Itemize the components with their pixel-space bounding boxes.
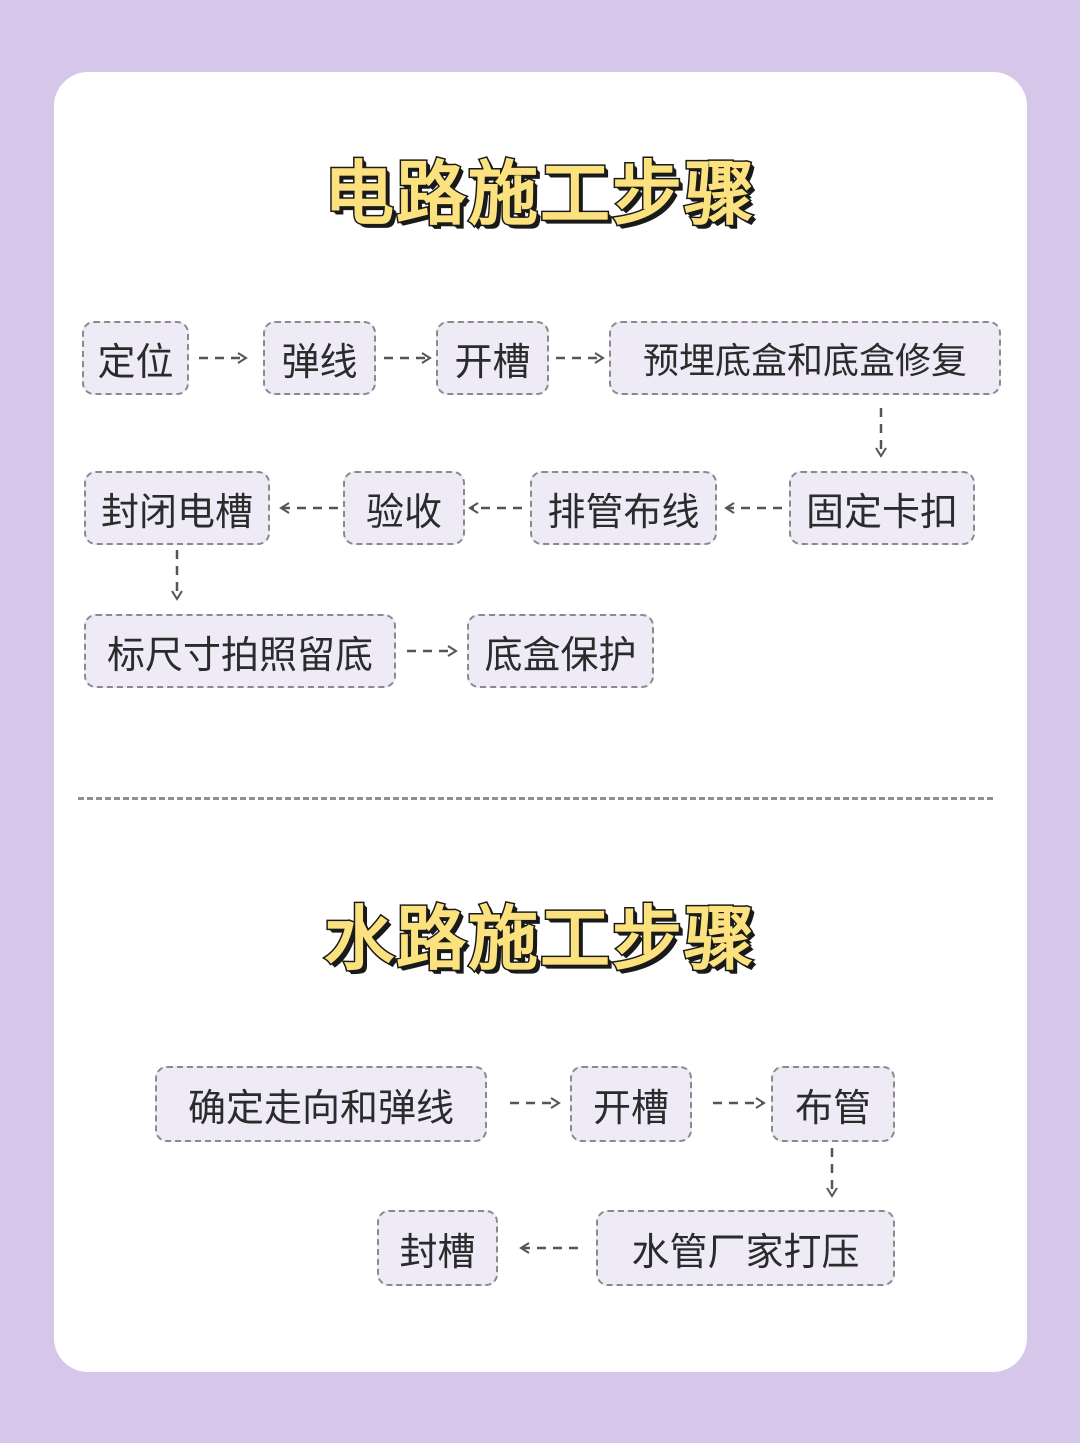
electric-step-1: 定位 [82, 321, 189, 395]
water-step-5: 封槽 [377, 1210, 498, 1286]
water-step-4: 水管厂家打压 [596, 1210, 895, 1286]
section-divider [78, 797, 993, 800]
water-step-3: 布管 [771, 1066, 895, 1142]
electric-step-3: 开槽 [436, 321, 549, 395]
content-card [54, 72, 1027, 1372]
electric-step-7: 验收 [343, 471, 465, 545]
electric-step-5: 固定卡扣 [789, 471, 975, 545]
electric-step-6: 排管布线 [530, 471, 717, 545]
water-step-2: 开槽 [570, 1066, 692, 1142]
electric-step-9: 标尺寸拍照留底 [84, 614, 396, 688]
electric-step-2: 弹线 [263, 321, 376, 395]
electric-step-8: 封闭电槽 [84, 471, 270, 545]
water-title: 水路施工步骤 [323, 897, 756, 982]
electric-step-4: 预埋底盒和底盒修复 [609, 321, 1001, 395]
water-step-1: 确定走向和弹线 [155, 1066, 487, 1142]
electric-step-10: 底盒保护 [467, 614, 654, 688]
electric-title: 电路施工步骤 [323, 152, 756, 237]
